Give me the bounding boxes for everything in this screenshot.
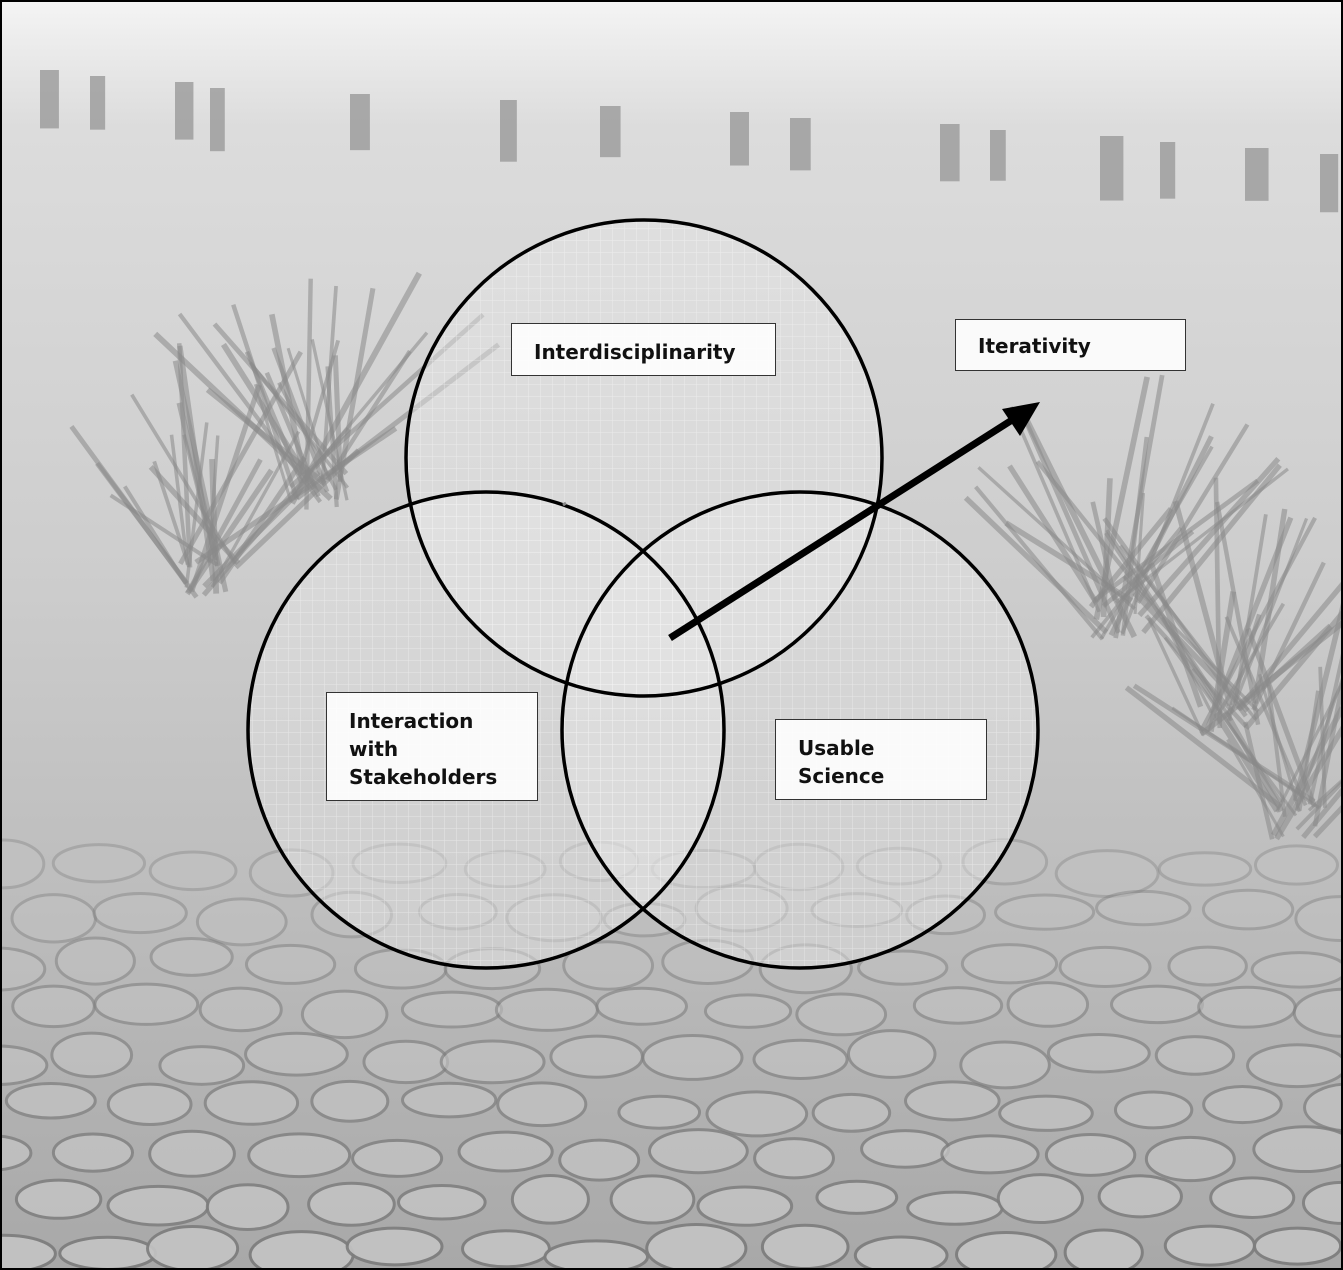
label-iterativity-text: Iterativity (978, 332, 1185, 360)
label-interdisciplinarity-text: Interdisciplinarity (534, 338, 775, 366)
label-stakeholders-text: Interaction with Stakeholders (349, 707, 537, 791)
label-usable-science-text: Usable Science (798, 734, 986, 790)
label-usable-science: Usable Science (775, 719, 987, 800)
label-iterativity: Iterativity (955, 319, 1186, 371)
label-interdisciplinarity: Interdisciplinarity (511, 323, 776, 376)
label-stakeholders: Interaction with Stakeholders (326, 692, 538, 801)
